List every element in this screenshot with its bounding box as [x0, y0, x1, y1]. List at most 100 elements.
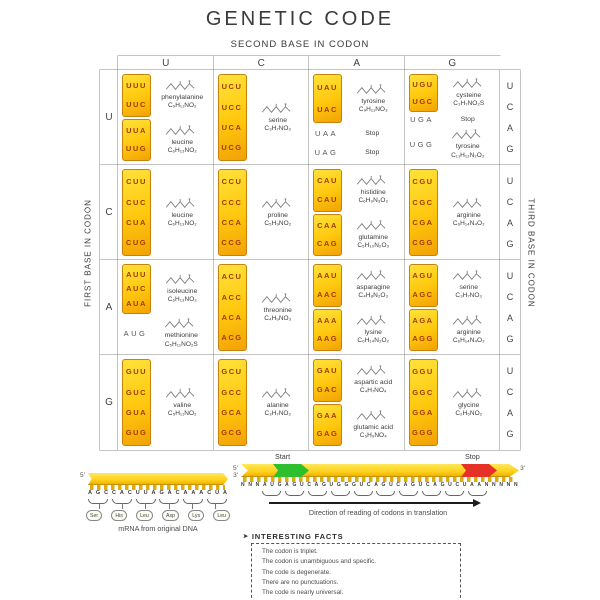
stop-label: Stop [465, 452, 480, 461]
amino-acid-name: asparagine [356, 284, 391, 292]
codon-brace [353, 491, 373, 496]
base-letter: A [262, 482, 267, 488]
base-letter: A [151, 490, 156, 496]
base-letter: C [175, 490, 180, 496]
corner-top-left [100, 56, 118, 70]
codon-GAU: GAU [316, 366, 339, 376]
codon-brace [467, 491, 487, 496]
row-header-A: A [100, 260, 118, 355]
amino-acid-name: Stop [365, 129, 380, 137]
amino-acid-name: Stop [460, 116, 475, 124]
interesting-facts: ➤ INTERESTING FACTS The codon is triplet… [243, 532, 461, 600]
codon-UGC: UGC [412, 96, 434, 106]
codon-GCC: GCC [221, 387, 243, 397]
codon-UUU: UUU [126, 81, 147, 91]
codon-AUA: AUA [126, 298, 147, 308]
molecular-structure-sketch [452, 315, 482, 325]
codon-brace [262, 491, 281, 496]
codon-UUA: UUA [126, 125, 147, 135]
codon-CAG: CAG [316, 239, 339, 249]
direction-caption: Direction of reading of codons in transl… [308, 508, 448, 517]
base-letter: A [374, 482, 378, 488]
base-letter: A [88, 490, 92, 496]
base-letter: C [307, 482, 311, 488]
column-header-A: A [309, 56, 405, 70]
molecular-structure-sketch [166, 274, 195, 284]
molecular-structure-sketch [165, 318, 194, 329]
base-letter: U [300, 482, 304, 488]
base-letter: C [104, 490, 109, 496]
molecular-structure-sketch [261, 293, 291, 303]
base-letter: N [484, 482, 489, 488]
codon-AAU: AAU [317, 271, 338, 281]
amino-acid-formula: C₆H₁₃NO₂ [167, 219, 197, 227]
amino-acid-name: phenylalanine [161, 94, 204, 102]
molecular-structure-sketch [357, 220, 386, 230]
codon-UCC: UCC [221, 102, 243, 112]
codon-UAU: UAU [317, 83, 338, 93]
stop-arrow [461, 464, 497, 477]
base-letter: G [411, 482, 415, 488]
amino-acid-name: aspartic acid [354, 379, 393, 387]
three-prime-label: 3' [520, 465, 525, 472]
codon-GGG: GGG [411, 428, 434, 438]
base-letter: U [329, 482, 334, 488]
amino-acid-name: glutamic acid [353, 423, 394, 431]
codon-GGU: GGU [412, 367, 434, 377]
codon-UUC: UUC [126, 99, 147, 109]
codon-brace [111, 499, 132, 504]
amino-acid-name: histidine [360, 189, 386, 197]
codon-GAC: GAC [316, 384, 339, 394]
page-title: GENETIC CODE [205, 8, 395, 30]
third-base-letter-C: C [506, 292, 514, 303]
codon-connector-lines [88, 503, 227, 509]
column-header-U: U [118, 56, 214, 70]
amino-acid-oval: Ser [86, 510, 103, 521]
codon-CCU: CCU [221, 177, 243, 187]
start-arrow [273, 464, 309, 477]
amino-acid-name: lysine [364, 328, 382, 336]
row-header-G: G [100, 355, 118, 450]
amino-acid-formula: C₉H₁₁NO₂ [167, 102, 197, 110]
amino-acid-formula: C₃H₇NO₃ [264, 124, 292, 132]
amino-acid-formula: C₆H₁₄N₄O₂ [452, 336, 485, 344]
base-letter: G [292, 482, 297, 488]
base-letter: A [470, 482, 474, 488]
codon-AAG: AAG [316, 334, 339, 344]
base-letter: C [396, 482, 401, 488]
facts-header-text: INTERESTING FACTS [251, 532, 344, 541]
amino-acid-formula: C₂H₅NO₂ [455, 409, 483, 417]
codon-plain-column: AUG [120, 315, 151, 352]
base-letter: A [191, 490, 196, 496]
base-letter: A [314, 482, 319, 488]
